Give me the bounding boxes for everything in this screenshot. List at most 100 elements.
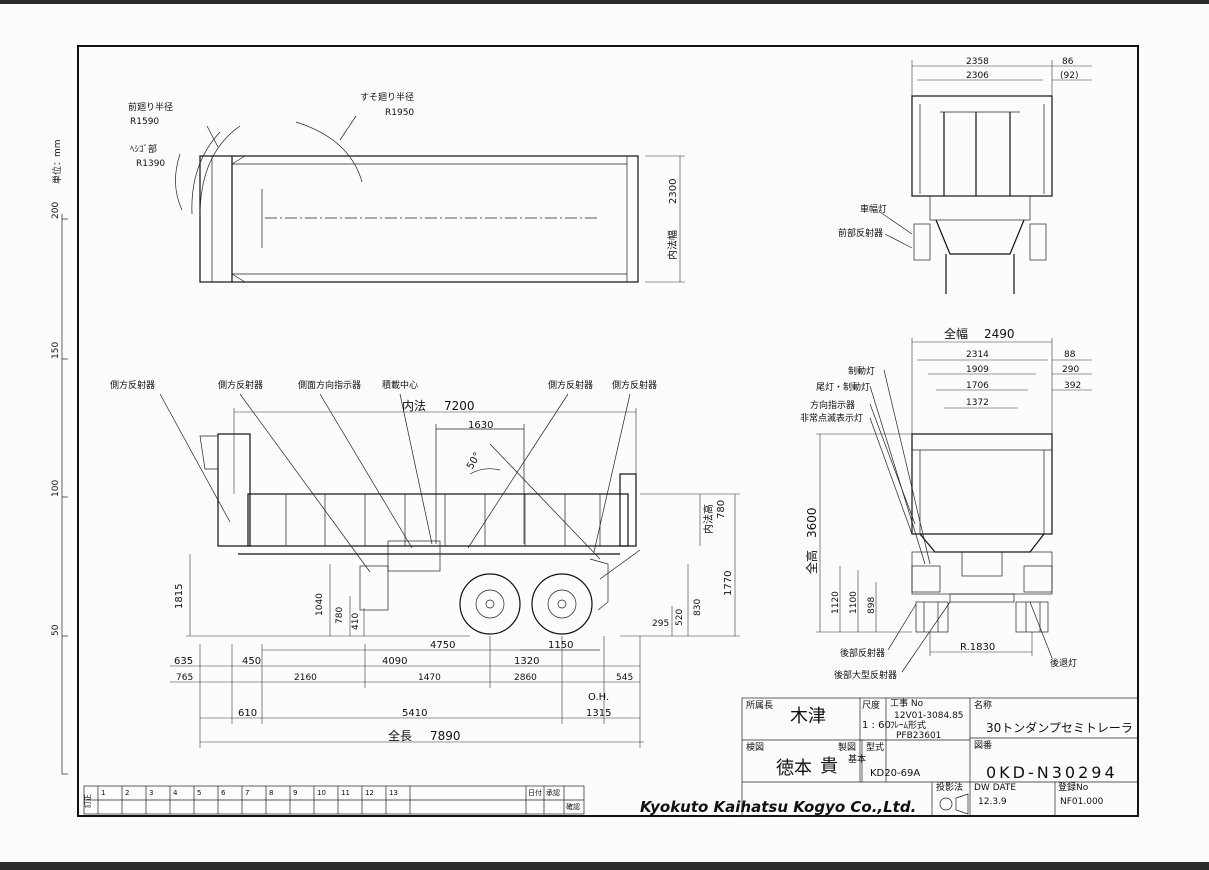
brake-lamp-label: 制動灯 [848, 365, 875, 377]
side-reflector-label-4: 側方反射器 [612, 379, 657, 391]
checker-label: 検図 [746, 741, 764, 753]
hazard-lamp-label: 非常点滅表示灯 [800, 412, 863, 424]
dim-295: 295 [652, 619, 669, 629]
work-no-value: 12V01-3084.85 [894, 711, 964, 721]
work-no-label: 工事 No [890, 697, 924, 709]
side-lamp-label: 車幅灯 [860, 203, 887, 215]
rear-width-1372: 1372 [966, 398, 989, 408]
dim-450: 450 [242, 656, 261, 667]
inner-length-value: 7200 [444, 399, 475, 413]
dim-2160: 2160 [294, 673, 317, 683]
rear-width-392: 392 [1064, 381, 1081, 391]
revision-cell-2: 2 [125, 789, 129, 797]
rear-height-1120: 1120 [831, 591, 841, 614]
title-block-content: 所属長 尺度 1 : 60 工事 No 12V01-3084.85 ﾌﾚｰﾑ形式… [640, 697, 1138, 816]
rear-width-1706: 1706 [966, 381, 989, 391]
pin-radius-value: R1390 [136, 159, 165, 169]
front-width-2358: 2358 [966, 57, 989, 67]
model-label: 型式 [866, 741, 884, 753]
draft-stamp: 貴 [820, 756, 838, 777]
revision-cell-3: 3 [149, 789, 153, 797]
dim-610: 610 [238, 708, 257, 719]
height-1040: 1040 [315, 593, 325, 616]
load-center-label: 積載中心 [382, 379, 418, 391]
total-length-label: 全長 [388, 728, 412, 743]
date-label: DW DATE [974, 783, 1016, 793]
total-width-label: 全幅 [944, 326, 968, 341]
revision-cell-4: 4 [173, 789, 178, 797]
drawing-no-label: 図番 [974, 739, 992, 751]
drawing-name: 30トンダンプセミトレーラ [986, 720, 1133, 735]
dim-4750: 4750 [430, 640, 455, 651]
rear-height-1100: 1100 [849, 591, 859, 614]
height-410: 410 [351, 613, 361, 630]
side-indicator-label: 側面方向指示器 [298, 379, 361, 391]
inner-width-value: 2300 [668, 179, 679, 204]
inner-height-label: 内法高 [702, 504, 715, 534]
dim-545: 545 [616, 673, 633, 683]
rear-width-88: 88 [1064, 350, 1076, 360]
revision-cell-12: 12 [365, 789, 374, 797]
scale-label: 尺度 [862, 699, 880, 711]
revision-cell-7: 7 [245, 789, 249, 797]
revision-cell-6: 6 [221, 789, 226, 797]
revision-label: 訂正 [83, 794, 92, 808]
dim-1320: 1320 [514, 656, 539, 667]
front-radius-label: 前廻り半径 [128, 101, 173, 113]
side-reflector-label-1: 側方反射器 [110, 379, 155, 391]
rear-view: 全幅 2490 2314 88 1909 290 1706 392 1372 制… [800, 326, 1092, 681]
large-reflector-label: 後部大型反射器 [834, 669, 897, 681]
dim-1470: 1470 [418, 673, 441, 683]
dim-1315: 1315 [586, 708, 611, 719]
revision-cell-5: 5 [197, 789, 201, 797]
dim-1150: 1150 [548, 640, 573, 651]
scale-ruler: 200 150 100 50 単位：mm [51, 139, 68, 775]
front-view: 2358 2306 86 (92) 車幅灯 前部反射器 [838, 57, 1092, 294]
height-780: 780 [335, 607, 345, 624]
inner-width-label: 内法幅 [666, 230, 679, 260]
revision-approve-label: 承認 [546, 788, 560, 797]
revision-confirm-label: 確認 [566, 802, 580, 811]
name-label: 名称 [974, 699, 992, 711]
front-width-92: (92) [1060, 71, 1078, 81]
scale-tick-200: 200 [51, 202, 61, 219]
front-width-2306: 2306 [966, 71, 989, 81]
revision-cell-1: 1 [101, 789, 105, 797]
total-length-value: 7890 [430, 729, 461, 743]
drawing-sheet: 200 150 100 50 単位：mm 前廻り半径 R1590 すそ廻り半径 … [0, 4, 1209, 862]
scale-tick-100: 100 [51, 480, 61, 497]
rear-width-2314: 2314 [966, 350, 989, 360]
track-width: R.1830 [960, 642, 995, 653]
dim-635: 635 [174, 656, 193, 667]
revision-date-label: 日付 [528, 788, 542, 797]
skirt-radius-label: すそ廻り半径 [360, 91, 414, 103]
inner-height-value: 780 [716, 500, 727, 519]
projection-label: 投影法 [936, 781, 963, 793]
rear-height-898: 898 [867, 597, 877, 614]
front-reflector-label: 前部反射器 [838, 227, 883, 239]
revision-cell-10: 10 [317, 789, 326, 797]
scale-value: 1 : 60 [862, 720, 891, 731]
dim-2860: 2860 [514, 673, 537, 683]
inner-length-label: 内法 [402, 399, 426, 413]
front-width-86: 86 [1062, 57, 1074, 67]
total-height-label: 全高 [804, 550, 819, 574]
total-height-value: 3600 [805, 507, 819, 538]
height-1815: 1815 [174, 584, 185, 609]
total-width-value: 2490 [984, 327, 1015, 341]
dim-4090: 4090 [382, 656, 407, 667]
designer-stamp: 木津 [790, 706, 826, 727]
top-view: 前廻り半径 R1590 すそ廻り半径 R1950 ﾍｼｺﾞ部 R1390 内法幅… [128, 91, 685, 283]
date-value: 12.3.9 [978, 797, 1007, 807]
reg-value: NF01.000 [1060, 797, 1104, 807]
overhang-label: O.H. [588, 692, 609, 703]
revision-cell-13: 13 [389, 789, 398, 797]
revision-row: 訂正 1 2 3 4 5 6 7 8 9 10 11 12 13 日付 承認 確… [83, 785, 585, 815]
revision-cell-11: 11 [341, 789, 350, 797]
drawing-frame [77, 45, 1139, 817]
draft-label: 製図 [838, 741, 856, 753]
designer-label: 所属長 [746, 700, 773, 711]
scale-tick-50: 50 [51, 624, 61, 636]
height-520: 520 [675, 609, 685, 626]
rear-reflector-label: 後部反射器 [840, 647, 885, 659]
